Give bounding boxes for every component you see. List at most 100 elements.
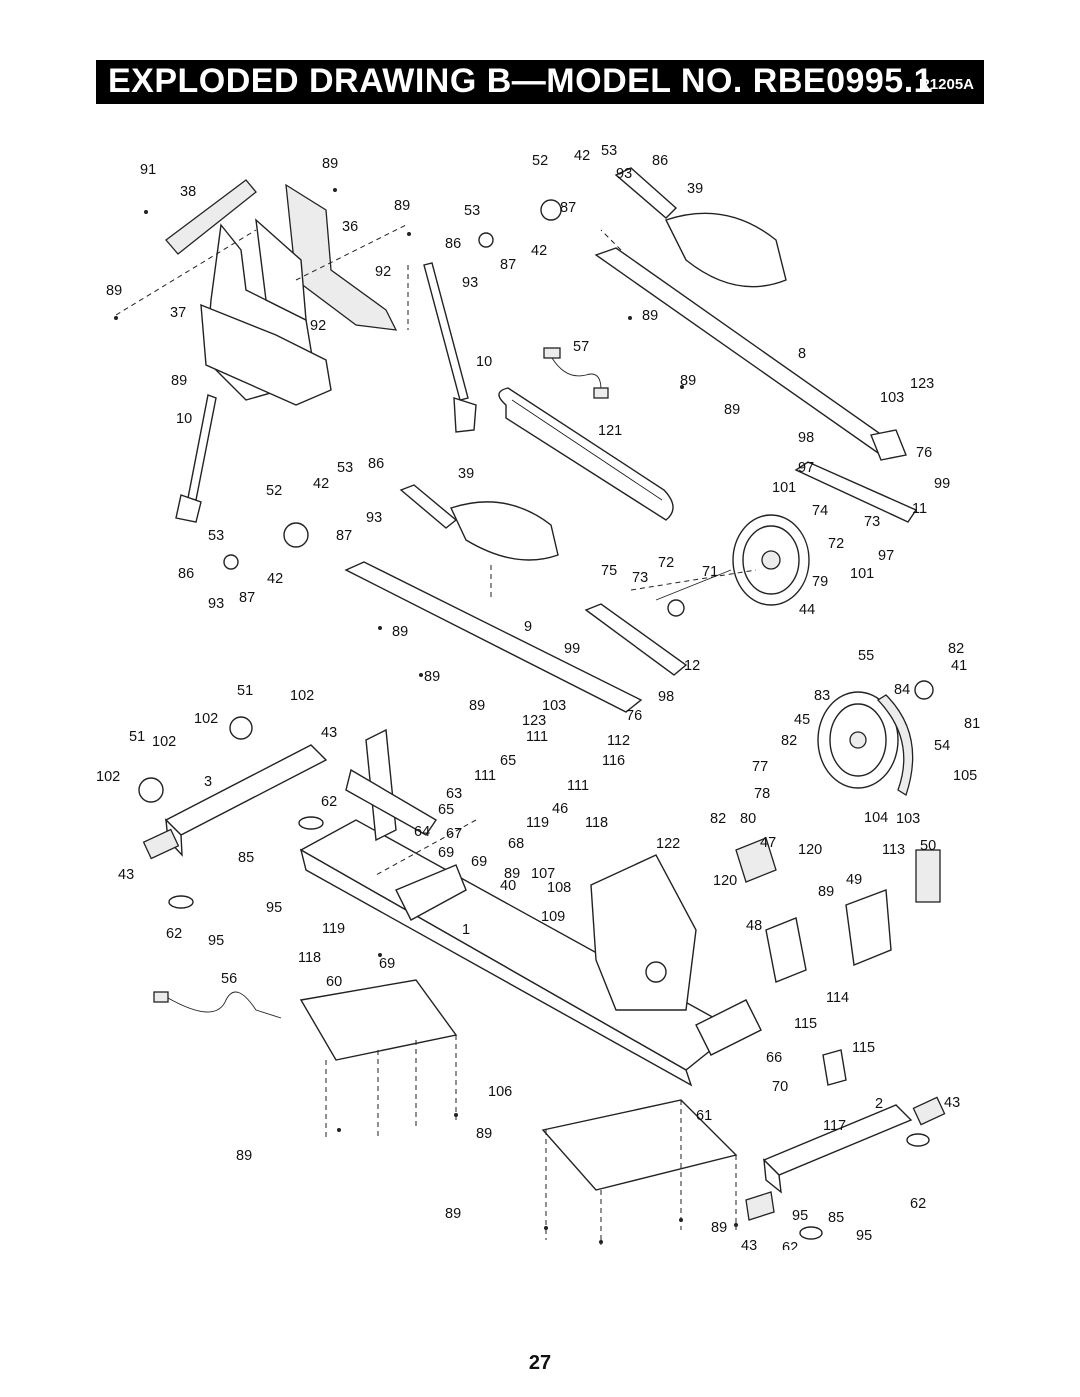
part-label: 76 xyxy=(916,445,932,461)
part-label: 83 xyxy=(814,688,830,704)
part-label: 109 xyxy=(541,909,565,925)
part-label: 39 xyxy=(687,181,703,197)
flywheel xyxy=(817,680,934,796)
part-label: 49 xyxy=(846,872,862,888)
drive-belt xyxy=(498,387,674,521)
part-label: 111 xyxy=(567,778,589,794)
part-label: 76 xyxy=(626,708,642,724)
part-label: 70 xyxy=(772,1079,788,1095)
part-label: 120 xyxy=(798,842,822,858)
part-label: 10 xyxy=(176,411,192,427)
part-label: 115 xyxy=(794,1016,817,1032)
part-label: 91 xyxy=(140,162,156,178)
part-label: 119 xyxy=(526,815,549,831)
part-label: 69 xyxy=(379,956,395,972)
part-label: 86 xyxy=(368,456,384,472)
part-label: 10 xyxy=(476,354,492,370)
part-label: 72 xyxy=(658,555,674,571)
part-label: 92 xyxy=(310,318,326,334)
part-label: 41 xyxy=(951,658,967,674)
part-label: 42 xyxy=(267,571,283,587)
part-label: 11 xyxy=(912,501,927,517)
part-label: 121 xyxy=(598,423,622,439)
part-label: 87 xyxy=(500,257,516,273)
page-number: 27 xyxy=(528,1352,552,1374)
part-label: 43 xyxy=(118,867,134,883)
part-label: 86 xyxy=(445,236,461,252)
part-label: 71 xyxy=(702,564,718,580)
part-label: 48 xyxy=(746,918,762,934)
part-label: 62 xyxy=(321,794,337,810)
part-label: 102 xyxy=(152,734,176,750)
part-label: 98 xyxy=(658,689,674,705)
part-label: 119 xyxy=(322,921,345,937)
power-cord xyxy=(153,991,282,1019)
part-label: 72 xyxy=(828,536,844,552)
part-label: 87 xyxy=(560,200,576,216)
part-label: 61 xyxy=(696,1108,712,1124)
part-label: 89 xyxy=(394,198,410,214)
part-label: 123 xyxy=(910,376,934,392)
part-label: 115 xyxy=(852,1040,875,1056)
part-label: 82 xyxy=(948,641,964,657)
part-label: 95 xyxy=(208,933,224,949)
part-label: 86 xyxy=(178,566,194,582)
revision-code: R1205A xyxy=(918,76,974,93)
part-label: 60 xyxy=(326,974,342,990)
part-label: 38 xyxy=(180,184,196,200)
part-label: 67 xyxy=(446,826,462,842)
part-label: 12 xyxy=(684,658,700,674)
part-label: 82 xyxy=(710,811,726,827)
part-label: 89 xyxy=(642,308,658,324)
front-stabilizer xyxy=(138,716,328,909)
wire-harness xyxy=(543,347,609,399)
part-label: 62 xyxy=(910,1196,926,1212)
part-label: 46 xyxy=(552,801,568,817)
part-label: 93 xyxy=(616,166,632,182)
part-label: 79 xyxy=(812,574,828,590)
page-title: EXPLODED DRAWING B—MODEL NO. RBE0995.1 xyxy=(108,62,934,100)
part-label: 89 xyxy=(724,402,740,418)
rear-stabilizer xyxy=(745,1096,946,1240)
part-label: 89 xyxy=(711,1220,727,1236)
part-label: 89 xyxy=(322,156,338,172)
part-label: 52 xyxy=(266,483,282,499)
part-label: 53 xyxy=(464,203,480,219)
part-label: 53 xyxy=(337,460,353,476)
part-label: 85 xyxy=(828,1210,844,1226)
part-label: 116 xyxy=(602,753,625,769)
part-label: 111 xyxy=(526,729,548,745)
part-label: 112 xyxy=(607,733,630,749)
part-label: 54 xyxy=(934,738,950,754)
pedal-arm-upper xyxy=(478,167,907,461)
part-label: 65 xyxy=(438,802,454,818)
part-label: 98 xyxy=(798,430,814,446)
pulley-assembly xyxy=(655,461,918,606)
part-label: 77 xyxy=(752,759,768,775)
part-label: 69 xyxy=(438,845,454,861)
part-label: 66 xyxy=(766,1050,782,1066)
part-label: 103 xyxy=(542,698,566,714)
part-label: 53 xyxy=(601,143,617,159)
part-label: 114 xyxy=(826,990,849,1006)
part-label: 43 xyxy=(944,1095,960,1111)
part-label: 89 xyxy=(476,1126,492,1142)
part-label: 103 xyxy=(880,390,904,406)
part-label: 118 xyxy=(298,950,321,966)
part-label: 89 xyxy=(504,866,520,882)
part-label: 102 xyxy=(96,769,120,785)
part-label: 43 xyxy=(741,1238,757,1250)
part-label: 111 xyxy=(474,768,496,784)
pedal-arm-lower xyxy=(223,484,643,713)
part-label: 117 xyxy=(823,1118,846,1134)
part-label: 99 xyxy=(564,641,580,657)
part-label: 68 xyxy=(508,836,524,852)
part-label: 105 xyxy=(953,768,977,784)
part-label: 62 xyxy=(782,1240,798,1250)
part-label: 73 xyxy=(864,514,880,530)
part-label: 89 xyxy=(680,373,696,389)
part-label: 99 xyxy=(934,476,950,492)
part-label: 122 xyxy=(656,836,680,852)
exploded-drawing: 91 89 38 36 89 92 37 92 89 10 89 10 52 4… xyxy=(96,143,980,1250)
base-frame xyxy=(299,728,762,1087)
